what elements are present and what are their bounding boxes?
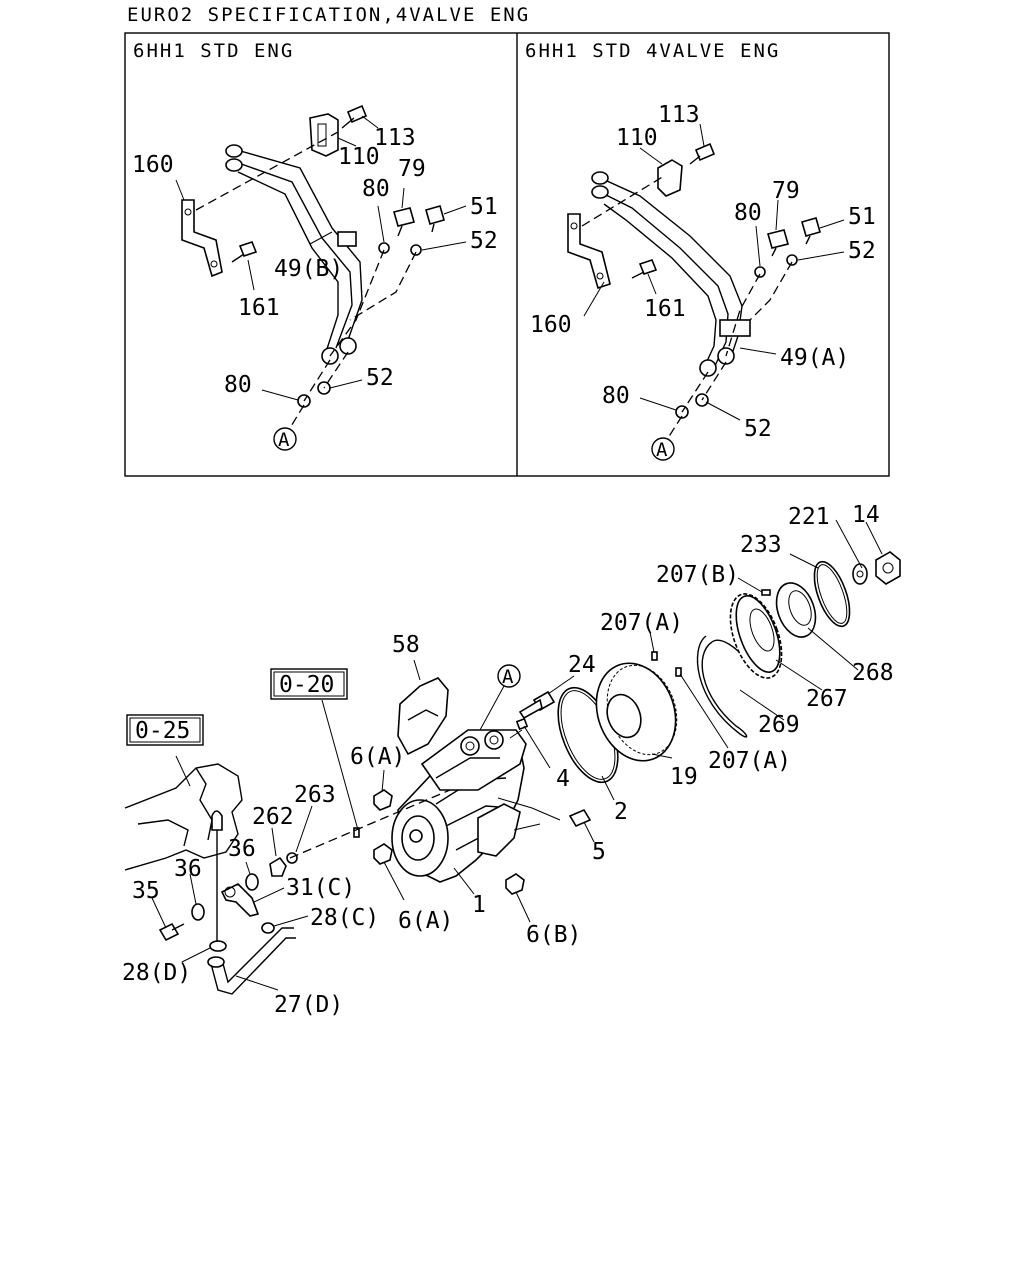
callout-label: 36 bbox=[174, 856, 202, 882]
ref-box-label: 0-20 bbox=[279, 672, 334, 698]
callout-label: 52 bbox=[470, 228, 498, 254]
callout-label: 161 bbox=[238, 295, 280, 321]
callout-label: 51 bbox=[470, 194, 498, 220]
callout-label: 52 bbox=[366, 365, 394, 391]
callout-label: 79 bbox=[772, 178, 800, 204]
connector-mark: A bbox=[656, 439, 668, 461]
callout-label: 28(D) bbox=[122, 960, 191, 986]
callout-label: 262 bbox=[252, 804, 294, 830]
callout-label: 6(A) bbox=[350, 744, 405, 770]
callout-label: 268 bbox=[852, 660, 894, 686]
callout-label: 267 bbox=[806, 686, 848, 712]
callout-label: 6(B) bbox=[526, 922, 581, 948]
callout-label: 113 bbox=[374, 125, 416, 151]
callout-label: 80 bbox=[602, 383, 630, 409]
callout-label: 263 bbox=[294, 782, 336, 808]
right-panel-drawing bbox=[567, 123, 845, 439]
left-panel-callouts: 160 110 113 79 80 51 52 49(B) 161 80 52 bbox=[132, 125, 498, 398]
callout-label: 58 bbox=[392, 632, 420, 658]
callout-label: 27(D) bbox=[274, 992, 343, 1018]
callout-label: 79 bbox=[398, 156, 426, 182]
callout-label: 160 bbox=[530, 312, 572, 338]
ref-box-0-25: 0-25 bbox=[126, 714, 204, 746]
callout-label: 4 bbox=[556, 766, 570, 792]
ref-box-0-20: 0-20 bbox=[270, 668, 348, 700]
callout-label: 233 bbox=[740, 532, 782, 558]
callout-label: 207(A) bbox=[708, 748, 791, 774]
callout-label: 49(A) bbox=[780, 345, 849, 371]
right-panel-callouts: 113 110 79 80 51 52 161 160 49(A) 80 52 bbox=[530, 102, 876, 442]
callout-label: 110 bbox=[338, 144, 380, 170]
callout-label: 14 bbox=[852, 502, 880, 528]
callout-label: 161 bbox=[644, 296, 686, 322]
main-callouts: 221 14 233 207(B) 207(A) 268 267 269 207… bbox=[122, 502, 894, 1018]
connector-mark: A bbox=[502, 666, 514, 688]
callout-label: 51 bbox=[848, 204, 876, 230]
circle-a-marker-icon: A bbox=[479, 664, 521, 731]
top-panels-frame bbox=[124, 32, 890, 477]
page-title: EURO2 SPECIFICATION,4VALVE ENG bbox=[127, 4, 531, 26]
callout-label: 2 bbox=[614, 799, 628, 825]
connector-mark: A bbox=[278, 429, 290, 451]
callout-label: 49(B) bbox=[274, 256, 343, 282]
callout-label: 1 bbox=[472, 892, 486, 918]
callout-label: 6(A) bbox=[398, 908, 453, 934]
callout-label: 80 bbox=[362, 176, 390, 202]
circle-a-marker-icon: A bbox=[273, 427, 297, 451]
callout-label: 24 bbox=[568, 652, 596, 678]
callout-label: 52 bbox=[744, 416, 772, 442]
callout-label: 221 bbox=[788, 504, 830, 530]
ref-box-label: 0-25 bbox=[135, 718, 190, 744]
main-exploded-drawing bbox=[124, 519, 901, 995]
callout-label: 110 bbox=[616, 125, 658, 151]
circle-a-marker-icon: A bbox=[651, 437, 675, 461]
callout-label: 5 bbox=[592, 839, 606, 865]
callout-label: 52 bbox=[848, 238, 876, 264]
callout-label: 36 bbox=[228, 836, 256, 862]
right-panel-header: 6HH1 STD 4VALVE ENG bbox=[525, 40, 780, 62]
left-panel-header: 6HH1 STD ENG bbox=[133, 40, 294, 62]
callout-label: 207(B) bbox=[656, 562, 739, 588]
callout-label: 113 bbox=[658, 102, 700, 128]
callout-label: 269 bbox=[758, 712, 800, 738]
callout-label: 80 bbox=[734, 200, 762, 226]
callout-label: 28(C) bbox=[310, 905, 379, 931]
callout-label: 35 bbox=[132, 878, 160, 904]
callout-label: 160 bbox=[132, 152, 174, 178]
callout-label: 207(A) bbox=[600, 610, 683, 636]
callout-label: 31(C) bbox=[286, 875, 355, 901]
callout-label: 80 bbox=[224, 372, 252, 398]
left-panel-drawing bbox=[175, 104, 467, 429]
callout-label: 19 bbox=[670, 764, 698, 790]
